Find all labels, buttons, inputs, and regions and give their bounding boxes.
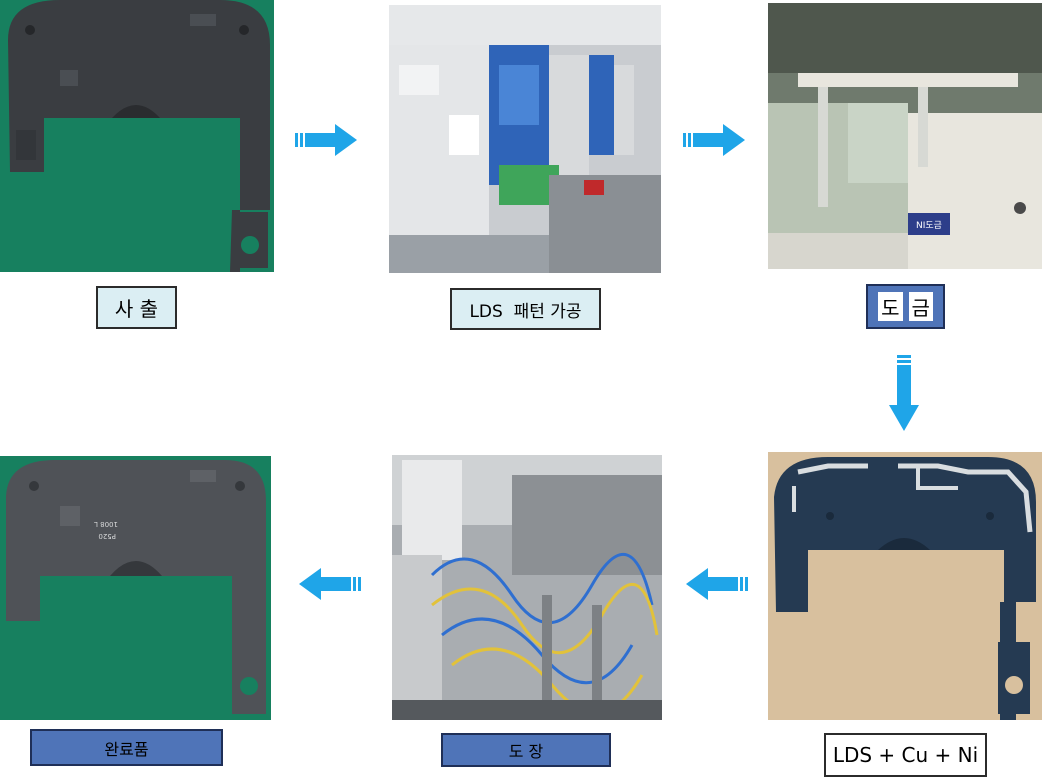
label-lds-pattern-text: LDS 패턴 가공: [469, 301, 582, 322]
label-plating: 도 금: [866, 284, 945, 329]
label-lds-cu-ni-text: LDS + Cu + Ni: [832, 743, 979, 767]
part-marking-text-2: 1008 L: [94, 520, 118, 528]
arrow-left-icon: [686, 566, 748, 602]
tank-sign-text: NI도금: [916, 220, 942, 231]
photo-injection-part: [0, 0, 274, 272]
label-plating-text-2: 금: [908, 292, 933, 321]
photo-finished-part: P520 1008 L: [0, 456, 271, 720]
label-plating-text-1: 도: [878, 292, 903, 321]
photo-lds-machines: [389, 5, 661, 273]
arrow-right-icon: [295, 122, 357, 158]
label-finished: 완료품: [30, 729, 223, 766]
label-finished-text: 완료품: [104, 739, 149, 759]
part-marking-text-1: P520: [98, 532, 116, 540]
label-lds-cu-ni: LDS + Cu + Ni: [824, 733, 987, 777]
photo-plating-tanks: NI도금: [768, 3, 1042, 269]
arrow-right-icon: [683, 122, 745, 158]
label-injection-text: 사 출: [114, 297, 159, 321]
arrow-down-icon: [887, 355, 921, 431]
label-painting-text: 도 장: [508, 742, 544, 761]
label-lds-pattern: LDS 패턴 가공: [450, 288, 601, 330]
photo-painting-line: [392, 455, 662, 720]
label-painting: 도 장: [441, 733, 611, 767]
label-injection: 사 출: [96, 286, 177, 329]
arrow-left-icon: [299, 566, 361, 602]
photo-plated-part: [768, 452, 1042, 720]
